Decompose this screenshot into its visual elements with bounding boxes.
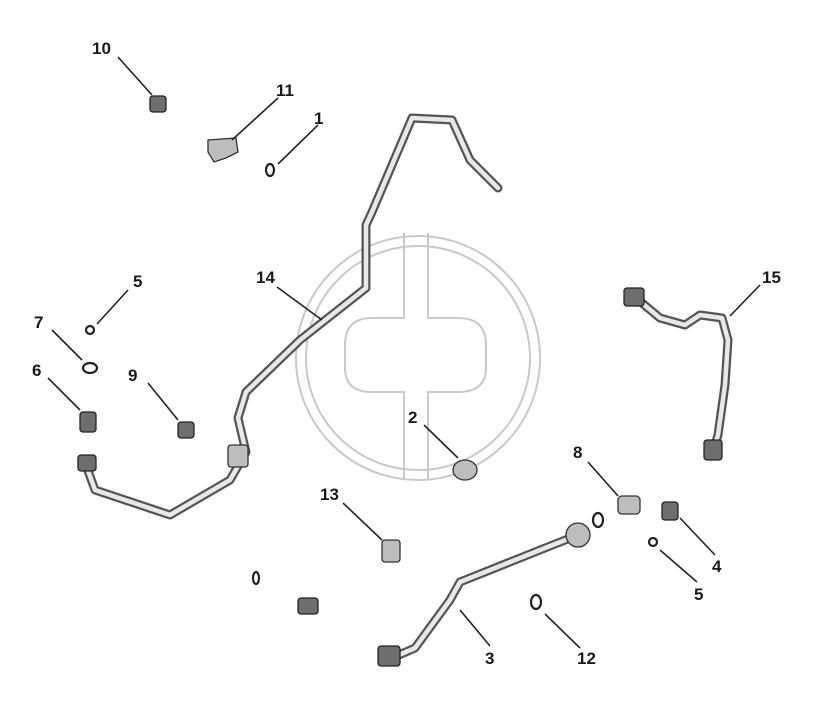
callout-label: 1: [314, 109, 323, 128]
callout-label: 2: [408, 408, 417, 427]
tube-assembly-15: [623, 287, 733, 461]
part-5-ring-right: [647, 536, 659, 548]
callout-label: 7: [34, 313, 43, 332]
callout-label: 9: [128, 366, 137, 385]
part-8-fitting: [617, 495, 641, 515]
callout-label: 11: [276, 81, 294, 100]
part-12-ring: [529, 593, 543, 611]
tube-assembly-3: [377, 522, 591, 667]
callout-label: 13: [320, 485, 339, 504]
part-6-fitting: [79, 411, 97, 433]
part-5-ring-left: [84, 324, 96, 336]
callout-label: 3: [485, 649, 494, 668]
callout-label: 8: [573, 443, 582, 462]
watermark-logo: [295, 233, 541, 481]
leader-lines: [47, 56, 761, 649]
part-11-clip: [207, 137, 239, 163]
part-9-fitting: [177, 421, 195, 439]
callout-label: 4: [712, 557, 722, 576]
callout-label: 5: [133, 272, 142, 291]
tube-assembly-14: [77, 113, 503, 520]
part-7-ring: [81, 361, 99, 375]
part-13-fitting: [381, 539, 401, 563]
part-1-washer: [264, 162, 276, 178]
part-12-ring-near-8: [591, 511, 605, 529]
callout-label: 5: [694, 585, 703, 604]
part-lower-fitting: [297, 597, 319, 615]
part-2-cap: [452, 459, 478, 481]
part-o-ring-lower-left: [251, 570, 261, 586]
callout-label: 10: [92, 39, 111, 58]
part-4-fitting: [661, 501, 679, 521]
callout-label: 6: [32, 361, 41, 380]
loose-parts: [79, 95, 679, 615]
callout-label: 12: [577, 649, 596, 668]
callout-label: 14: [256, 268, 275, 287]
callout-labels: 10 11 1 5 7 6 9 14 2 15 8 4 5 13 3 12: [32, 39, 781, 668]
callout-label: 15: [762, 268, 781, 287]
part-10-fitting: [149, 95, 167, 113]
